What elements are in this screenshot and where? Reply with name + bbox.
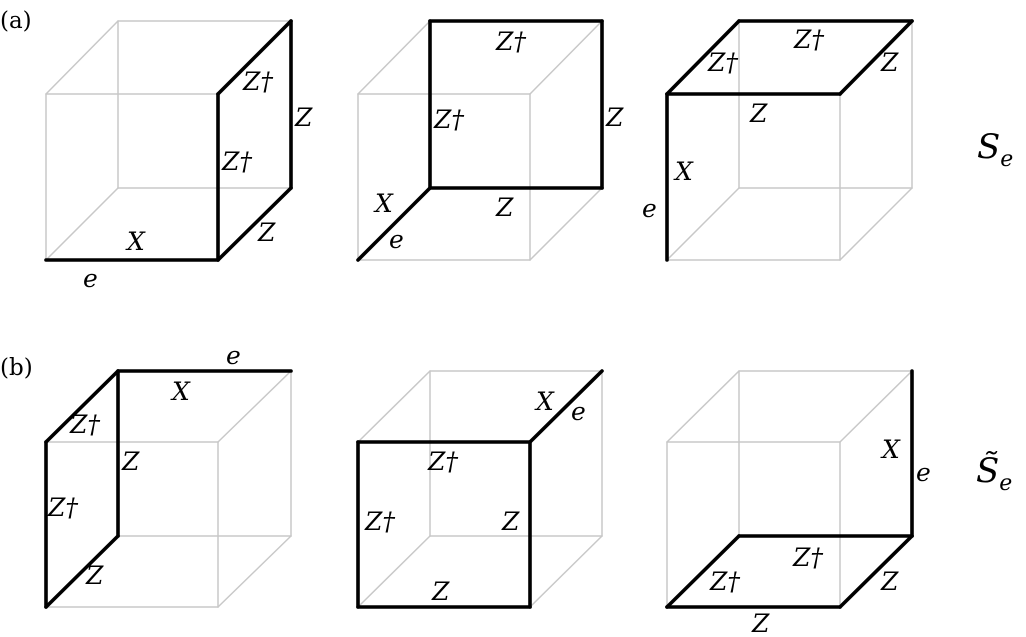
cube-a2-label-x: X — [373, 189, 394, 218]
row-label-b: S̃e — [976, 451, 1012, 496]
cube-a2-label-zdagger-top: Z† — [495, 27, 526, 56]
cube-b3-grey-edges — [666, 370, 913, 608]
cube-a2-label-z-right: Z — [605, 103, 624, 132]
cube-b3: X e Z† Z† Z Z — [665, 369, 931, 637]
cube-b1-operator-edges — [44, 369, 293, 609]
cube-b2-grey-edges — [357, 370, 603, 608]
cube-a3-operator-edges — [665, 19, 914, 262]
cube-b2-label-z-bottom: Z — [431, 577, 450, 606]
cube-a1-operator-edges — [44, 19, 293, 262]
cube-a1-label-z-bottom: Z — [257, 218, 276, 247]
cube-a2-grey-edges — [357, 20, 603, 261]
cube-a1-label-x: X — [125, 227, 146, 256]
cube-b1-label-e: e — [226, 341, 241, 370]
cube-a2-label-e: e — [389, 225, 404, 254]
cube-b3-label-zdagger-left: Z† — [709, 567, 740, 596]
cube-b3-label-z-bottom: Z — [751, 609, 770, 637]
cube-a1-label-zdagger-top: Z† — [242, 67, 273, 96]
cube-a1: X e Z† Z† Z Z — [44, 19, 313, 293]
cube-b2-label-zdagger-left: Z† — [364, 507, 395, 536]
cube-b2-label-z-right: Z — [501, 507, 520, 536]
cube-b1-label-zdagger-top: Z† — [69, 410, 100, 439]
cube-a1-label-e: e — [83, 264, 98, 293]
cube-b1-label-z-mid: Z — [121, 447, 140, 476]
cube-a1-grey-edges — [45, 20, 292, 261]
cube-a2-label-z-bottom: Z — [495, 193, 514, 222]
cube-b2: X e Z† Z† Z Z — [356, 369, 604, 609]
cube-a3-label-zdagger-top: Z† — [793, 25, 824, 54]
cube-a2: Z† Z† Z Z X e — [356, 19, 624, 262]
row-label-a: Se — [977, 127, 1013, 172]
cube-b2-label-zdagger-top: Z† — [427, 447, 458, 476]
cube-a3-label-zdagger-left: Z† — [707, 48, 738, 77]
cube-a1-label-z-right: Z — [294, 103, 313, 132]
cube-b3-label-x: X — [880, 435, 901, 464]
cube-b2-operator-edges — [356, 369, 604, 609]
cube-b1-label-z-bottom: Z — [85, 561, 104, 590]
cube-b1-grey-edges — [45, 370, 292, 608]
cube-a2-label-zdagger-left: Z† — [433, 105, 464, 134]
cube-a3: Z† Z† Z Z X e — [642, 19, 914, 262]
cube-b1-label-zdagger-left: Z† — [47, 493, 78, 522]
cube-b3-label-zdagger-right: Z† — [792, 543, 823, 572]
cube-b3-operator-edges — [665, 369, 914, 609]
cube-b2-label-e: e — [571, 397, 586, 426]
cube-b1: e X Z† Z Z† Z — [44, 341, 293, 609]
cube-b2-label-x: X — [534, 387, 555, 416]
cube-a3-label-x: X — [673, 157, 694, 186]
cube-b3-label-z-right: Z — [880, 567, 899, 596]
panel-label-a: (a) — [0, 8, 32, 34]
cube-a3-label-e: e — [642, 194, 657, 223]
panel-label-b: (b) — [0, 355, 33, 381]
cube-a2-operator-edges — [356, 19, 604, 262]
cube-a1-label-zdagger-mid: Z† — [221, 147, 252, 176]
cube-b3-label-e: e — [916, 458, 931, 487]
cube-b1-label-x: X — [170, 377, 191, 406]
cube-a3-grey-edges — [666, 20, 913, 261]
cube-a3-label-z-right: Z — [880, 48, 899, 77]
cube-a3-label-z-front: Z — [749, 99, 768, 128]
